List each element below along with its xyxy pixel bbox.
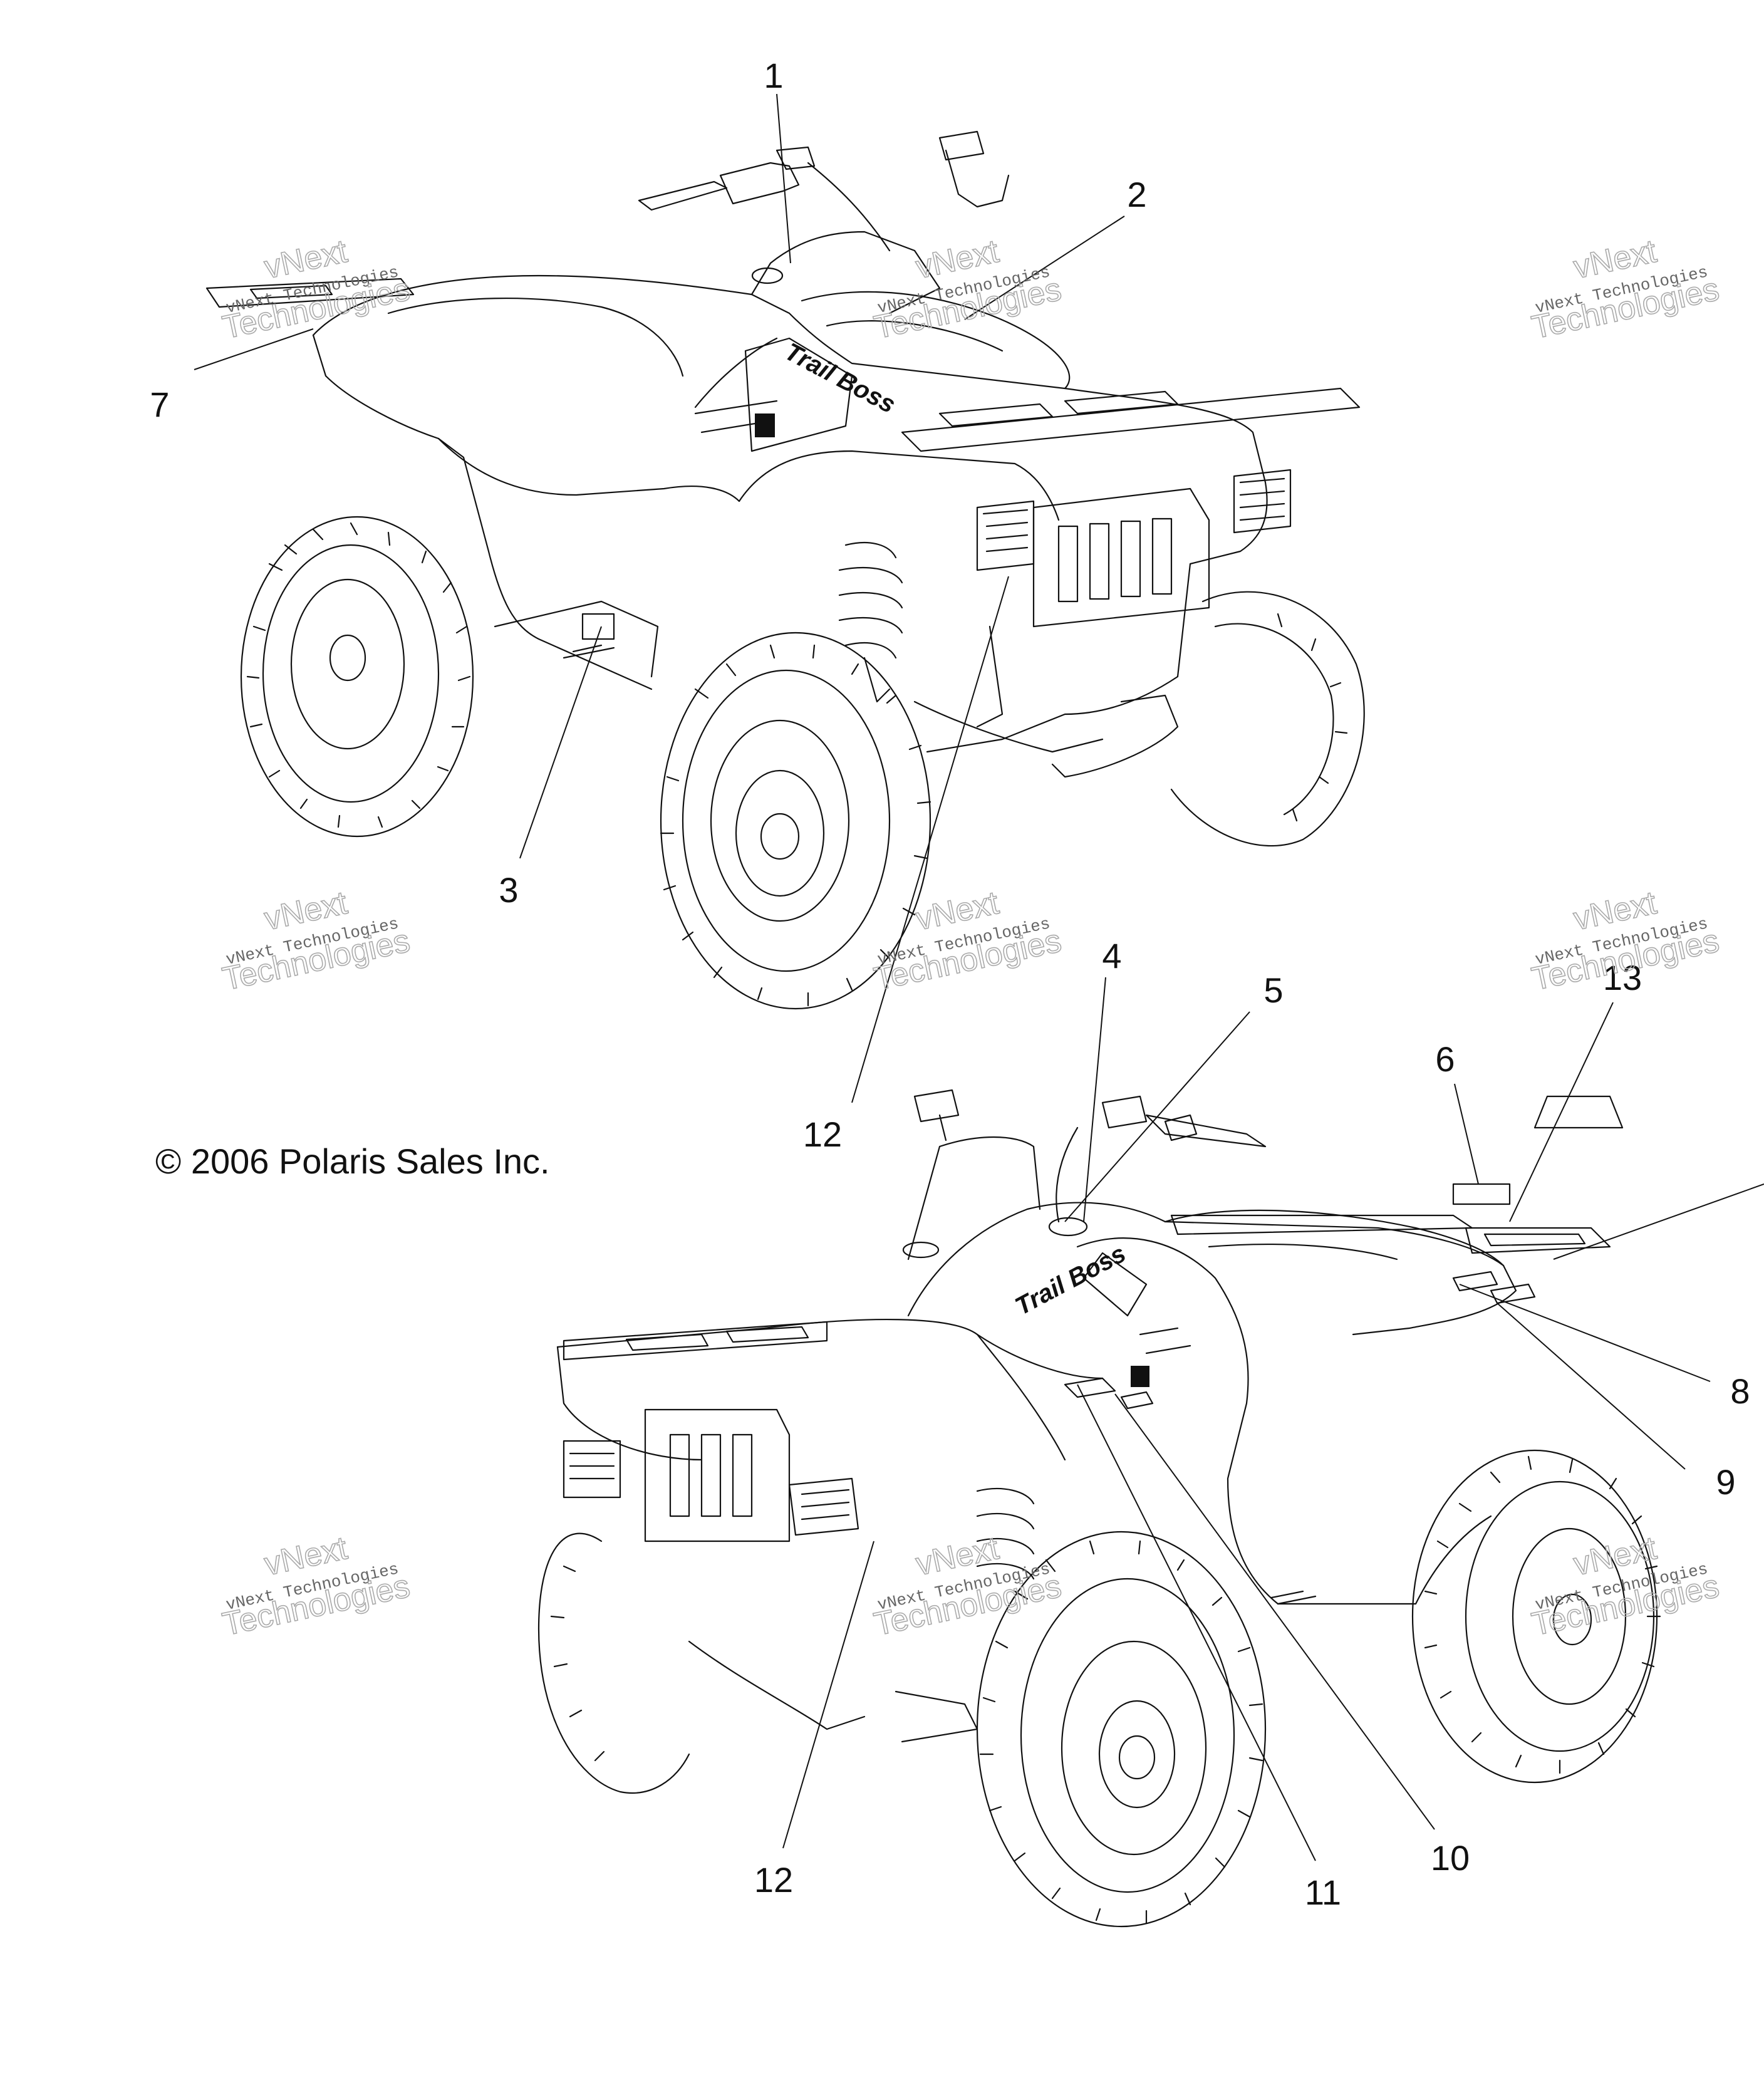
- callout-8: 8: [1730, 1371, 1750, 1411]
- callout-1: 1: [764, 56, 783, 95]
- top-footwell-decal: [581, 613, 615, 640]
- callout-4: 4: [1102, 936, 1121, 975]
- watermark-5: vNext vNext Technologies Technologies: [870, 884, 1065, 998]
- bottom-rear-wheel: [1411, 1449, 1661, 1784]
- decal-6-shape: [1452, 1183, 1511, 1205]
- watermark-2: vNext vNext Technologies Technologies: [870, 232, 1065, 346]
- callout-6: 6: [1435, 1039, 1455, 1079]
- watermark-1: vNext vNext Technologies Technologies: [219, 232, 413, 346]
- copyright-text: © 2006 Polaris Sales Inc.: [155, 1141, 550, 1181]
- bottom-front-wheel: [976, 1531, 1267, 1928]
- watermark-8: vNext vNext Technologies Technologies: [870, 1529, 1065, 1643]
- callout-11: 11: [1305, 1873, 1341, 1912]
- callout-3: 3: [499, 870, 518, 910]
- callout-5: 5: [1263, 970, 1283, 1010]
- top-rear-wheel: [240, 516, 474, 838]
- bottom-far-wheel: [537, 1532, 690, 1794]
- callout-13: 13: [1603, 958, 1642, 997]
- callout-12-bottom: 12: [754, 1860, 793, 1900]
- callout-labels: 1 2 3 4 5 6 7 8 9 10 11 12 12 13: [150, 56, 1750, 1912]
- callout-9: 9: [1716, 1462, 1735, 1502]
- callout-2: 2: [1127, 175, 1146, 214]
- top-far-wheel: [1170, 591, 1365, 847]
- bottom-body: [556, 1089, 1624, 1743]
- watermarks: vNext vNext Technologies Technologies vN…: [219, 232, 1723, 1643]
- watermark-6: vNext vNext Technologies Technologies: [1528, 884, 1723, 998]
- top-body: [205, 130, 1361, 778]
- callout-12-top: 12: [803, 1115, 842, 1154]
- atv-bottom-illustration: Trail Boss: [537, 1089, 1661, 1928]
- watermark-4: vNext vNext Technologies Technologies: [219, 884, 413, 998]
- bottom-model-logo: Trail Boss: [1011, 1240, 1131, 1321]
- callout-10: 10: [1431, 1838, 1470, 1878]
- watermark-9: vNext vNext Technologies Technologies: [1528, 1529, 1723, 1643]
- watermark-3: vNext vNext Technologies Technologies: [1528, 232, 1723, 346]
- bottom-dark-decal: [1131, 1366, 1149, 1387]
- leader-lines: [194, 93, 1764, 1861]
- watermark-7: vNext vNext Technologies Technologies: [219, 1529, 413, 1643]
- top-dark-decal: [755, 413, 775, 437]
- decal-13-shape: [1533, 1095, 1624, 1129]
- callout-7: 7: [150, 385, 169, 424]
- top-front-wheel: [660, 632, 931, 1010]
- atv-top-illustration: Trail Boss: [205, 130, 1365, 1010]
- top-model-logo: Trail Boss: [781, 338, 900, 419]
